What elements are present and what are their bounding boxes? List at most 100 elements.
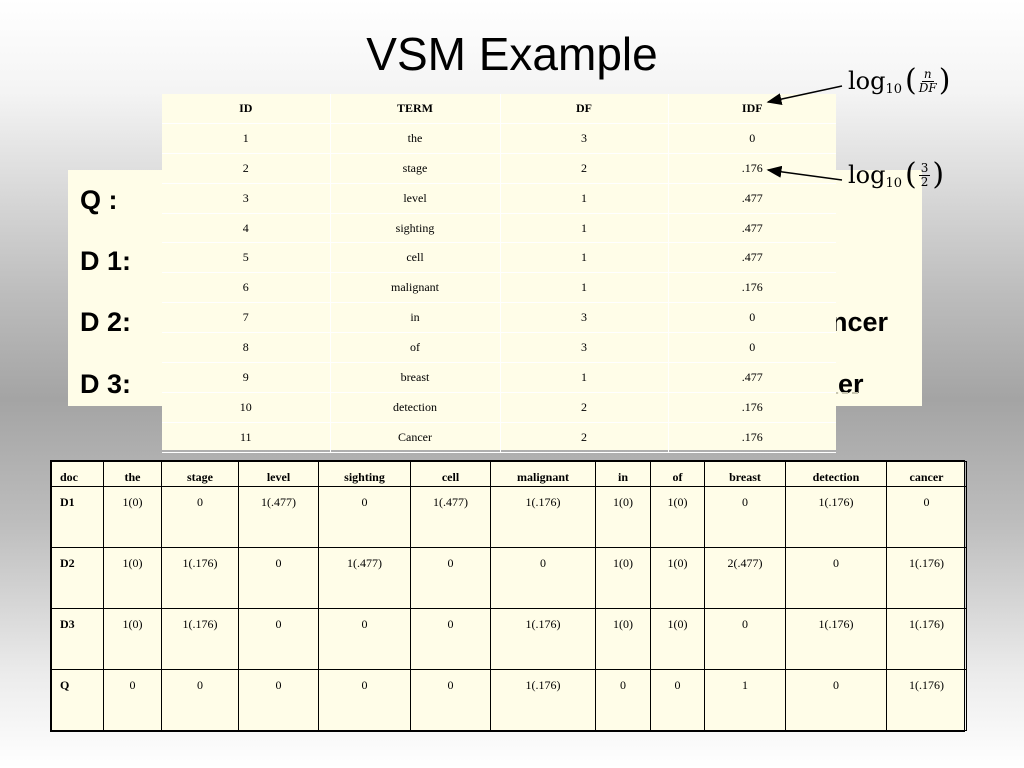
matrix-cell: 0 [595,669,651,731]
matrix-cell: 0 [103,669,162,731]
matrix-header-doc: doc [51,461,104,487]
log-base: 10 [885,81,903,97]
idf-formula-general: log 10 ( n DF ) [848,63,950,98]
term-cell-id: 10 [162,392,331,423]
term-cell-df: 3 [500,302,669,334]
doc-label-q: Q : [80,185,118,215]
matrix-cell: 1(.176) [490,669,596,731]
term-cell-df: 2 [500,392,669,423]
matrix-header-malignant: malignant [490,461,596,487]
term-cell-id: 5 [162,242,331,274]
matrix-header-level: level [238,461,319,487]
term-table-header-row: ID TERM DF IDF [162,94,836,124]
matrix-cell: 1(.176) [886,608,967,670]
term-cell-term: in [330,302,501,334]
log-base: 10 [885,175,903,191]
term-cell-term: detection [330,392,501,423]
term-cell-id: 4 [162,213,331,244]
matrix-cell: 0 [410,669,491,731]
term-cell-idf: 0 [668,123,836,154]
matrix-cell: 0 [704,486,786,548]
doc-label-d1: D 1: [80,246,132,276]
term-cell-id: 9 [162,362,331,393]
matrix-cell: 2(.477) [704,547,786,609]
term-cell-df: 1 [500,242,669,274]
term-cell-term: sighting [330,213,501,244]
matrix-cell: 1(0) [595,608,651,670]
term-cell-idf: .477 [668,213,836,244]
term-cell-idf: .176 [668,153,836,184]
matrix-cell: 1(0) [103,608,162,670]
fraction: n DF [919,67,937,95]
header-df: DF [500,94,669,124]
matrix-cell: 0 [161,669,239,731]
matrix-cell: 1(0) [103,547,162,609]
matrix-row-label: D3 [51,608,104,670]
header-term: TERM [330,94,501,124]
term-cell-id: 6 [162,272,331,304]
matrix-cell: 0 [410,547,491,609]
term-cell-df: 2 [500,153,669,184]
close-paren: ) [932,157,945,192]
matrix-cell: 1(0) [595,547,651,609]
term-cell-id: 8 [162,332,331,364]
term-cell-term: stage [330,153,501,184]
term-cell-idf: 0 [668,302,836,334]
term-cell-idf: 0 [668,332,836,364]
doc-label-d3: D 3: [80,369,132,399]
term-cell-term: the [330,123,501,154]
doc-label-d2: D 2: [80,307,132,337]
matrix-cell: 1(.176) [886,547,967,609]
matrix-cell: 1(.176) [161,608,239,670]
term-cell-idf: .477 [668,242,836,274]
matrix-cell: 1(0) [650,608,705,670]
log-label: log [848,67,886,95]
matrix-cell: 0 [318,486,411,548]
open-paren: ( [905,63,917,98]
fraction: 3 2 [918,161,931,189]
term-cell-term: cell [330,242,501,274]
matrix-cell: 0 [704,608,786,670]
doc-tail-d2: ncer [831,307,889,337]
matrix-cell: 0 [238,608,319,670]
matrix-header-stage: stage [161,461,239,487]
log-label: log [848,161,886,189]
term-cell-df: 1 [500,213,669,244]
matrix-row-label: D1 [51,486,104,548]
matrix-cell: 0 [886,486,967,548]
matrix-cell: 0 [318,608,411,670]
term-cell-df: 3 [500,332,669,364]
slide-title: VSM Example [366,28,658,80]
term-cell-df: 1 [500,362,669,393]
term-cell-term: malignant [330,272,501,304]
term-cell-term: of [330,332,501,364]
matrix-header-cell: cell [410,461,491,487]
term-cell-idf: .176 [668,392,836,423]
matrix-header-in: in [595,461,651,487]
header-id: ID [162,94,331,124]
matrix-cell: 1 [704,669,786,731]
matrix-cell: 1(.176) [785,608,887,670]
term-cell-id: 3 [162,183,331,214]
term-cell-df: 1 [500,183,669,214]
term-cell-id: 7 [162,302,331,334]
matrix-cell: 1(0) [650,547,705,609]
matrix-header-breast: breast [704,461,786,487]
matrix-cell: 1(0) [650,486,705,548]
matrix-cell: 1(0) [103,486,162,548]
matrix-cell: 0 [785,547,887,609]
